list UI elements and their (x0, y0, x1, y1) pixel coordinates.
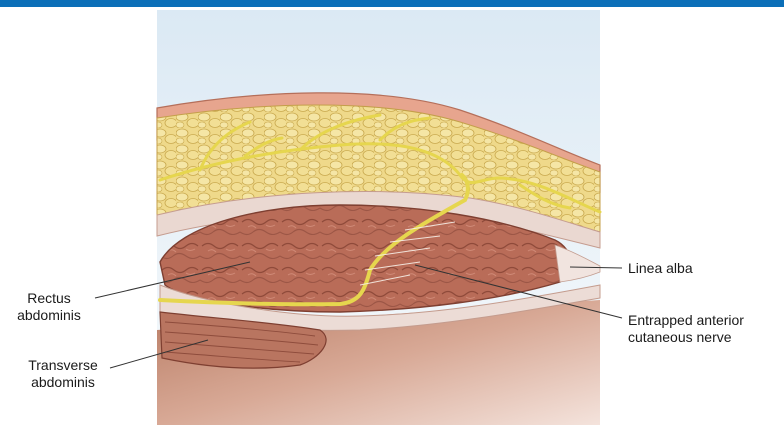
label-entrapped-line2: cutaneous nerve (628, 329, 744, 346)
label-rectus-line2: abdominis (10, 307, 88, 324)
label-transverse-line1: Transverse (22, 357, 104, 374)
label-entrapped-nerve: Entrapped anterior cutaneous nerve (628, 312, 744, 346)
label-transverse-line2: abdominis (22, 374, 104, 391)
label-transverse-abdominis: Transverse abdominis (22, 357, 104, 391)
label-linea-alba: Linea alba (628, 260, 693, 277)
label-linea-alba-text: Linea alba (628, 260, 693, 277)
label-rectus-abdominis: Rectus abdominis (10, 290, 88, 324)
label-entrapped-line1: Entrapped anterior (628, 312, 744, 329)
label-rectus-line1: Rectus (10, 290, 88, 307)
